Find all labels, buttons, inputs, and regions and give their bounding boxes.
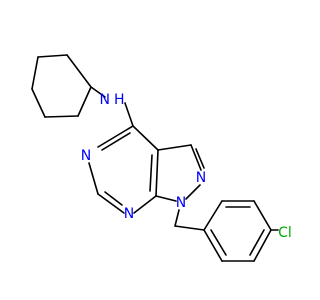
bond-n1-c7a [155,195,177,202]
bond-n1-ch2 [174,209,180,227]
bond-cyclohexyl-4 [31,88,46,118]
bond-ar-6-double [210,229,227,256]
bond-c3a-c3 [157,144,192,151]
bond-c7a-c3a [155,149,159,197]
bond-c4-n5-double [101,132,131,151]
bonds [31,54,279,262]
bond-c3-n2 [190,144,202,171]
bond-ar-1 [203,200,223,231]
bond-c7a-c3a-double [149,154,153,192]
bond-ar-4 [253,229,272,262]
bond-cyclohexyl-5 [44,115,79,118]
bond-c6-n7-double [104,191,123,206]
bond-ch-nh [90,86,106,98]
atom-label-n1: N [176,195,186,211]
bond-ar-6 [203,229,223,262]
bond-nh-c4 [124,102,134,127]
bond-n2-n1 [185,184,201,200]
bond-n7-c7a [133,195,157,214]
bond-n5-c6 [88,162,99,195]
bond-cyclohexyl-1 [66,54,92,88]
bond-cyclohexyl-6 [77,86,92,117]
bond-c6-n7 [97,193,125,214]
bond-ar-3 [253,200,272,231]
bond-cyclohexyl-2 [37,54,68,58]
bond-cyclohexyl-3 [31,56,39,90]
bond-c3-n2-double [195,148,205,169]
bond-ar-4-double [249,229,265,256]
bond-c4-n5 [97,125,134,148]
atom-label-n7: N [124,206,134,222]
bond-ch2-ar [174,225,205,231]
atom-label-cl: Cl [278,225,292,241]
bond-c3a-c4 [132,125,159,151]
atom-label-n2: N [196,170,206,186]
atom-label-n5: N [81,148,91,164]
